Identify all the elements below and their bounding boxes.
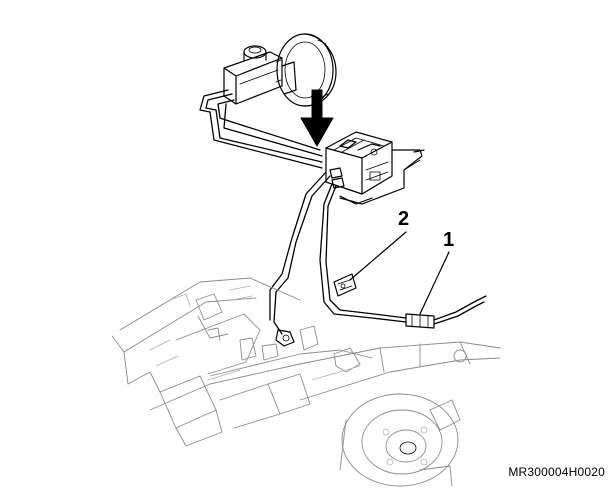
- rear-brake-hub: [339, 393, 461, 487]
- brake-lines-upper: [199, 89, 323, 169]
- reference-code: MR300004H0020: [508, 465, 605, 479]
- callout-2-label: 2: [398, 208, 410, 230]
- vehicle-frame: [111, 277, 501, 447]
- down-arrow-icon: [300, 89, 334, 147]
- brake-lines-lower: [269, 171, 487, 347]
- abs-hydraulic-unit: [325, 131, 425, 205]
- brake-booster: [275, 33, 337, 107]
- callout-1-label: 1: [443, 229, 455, 251]
- callout-leaders: [349, 231, 450, 315]
- line-clip: [333, 273, 357, 297]
- master-cylinder: [223, 45, 297, 105]
